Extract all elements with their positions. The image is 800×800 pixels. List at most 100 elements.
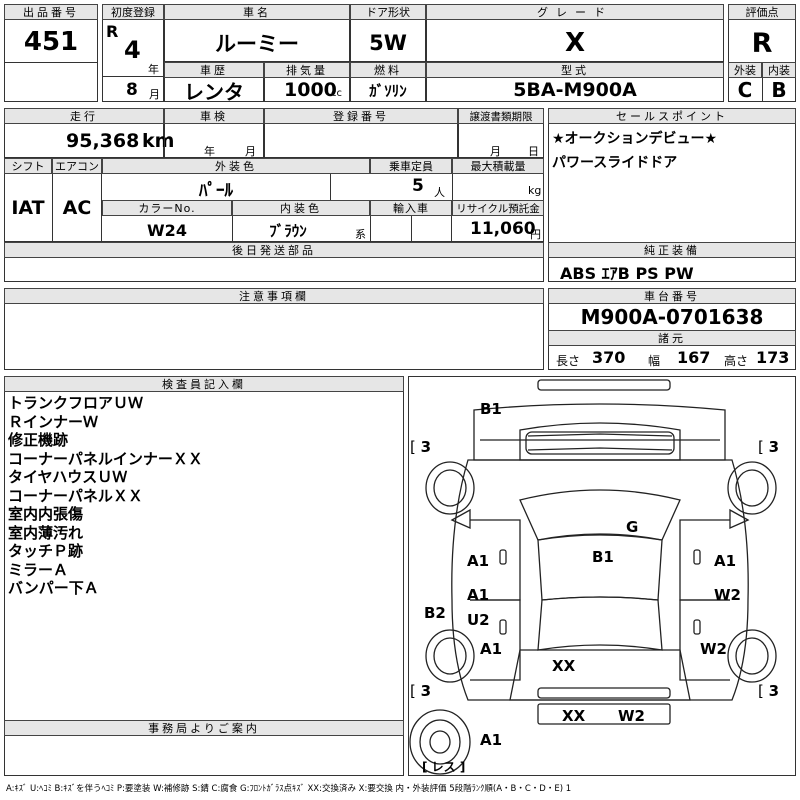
- damage-mark: B1: [480, 400, 502, 418]
- displacement-unit: cc: [331, 88, 342, 99]
- max-load-header: 最大積載量: [452, 158, 544, 174]
- load-divider: [452, 174, 453, 200]
- note-line: コーナーパネルインナーＸＸ: [8, 449, 203, 468]
- doc-month-unit: 月: [490, 145, 501, 158]
- interior-header: 内装: [762, 62, 796, 78]
- grade-header: グレード: [426, 4, 724, 20]
- tire-tread-fr: [ 3: [758, 438, 780, 456]
- inspection-year-unit: 年: [204, 145, 215, 158]
- score: R: [751, 27, 773, 59]
- ext-int-divider: [762, 78, 763, 102]
- door-type: 5W: [369, 31, 407, 55]
- inspector-notes: トランクフロアＵＷ ＲインナーＷ 修正機跡 コーナーパネルインナーＸＸ タイヤハ…: [8, 394, 203, 598]
- damage-mark: A1: [480, 640, 503, 658]
- recycle-unit: 円: [530, 228, 541, 241]
- note-line: タイヤハウスＵＷ: [8, 468, 128, 486]
- note-line: バンパー下Ａ: [8, 579, 99, 597]
- reg-year: 4: [124, 36, 141, 64]
- height-label: 高さ: [724, 354, 749, 368]
- displacement: 1000: [284, 79, 337, 101]
- tire-tread-rr: [ 3: [758, 682, 780, 700]
- interior-grade: B: [771, 78, 787, 102]
- door-header: ドア形状: [350, 4, 426, 20]
- note-line: 室内薄汚れ: [8, 523, 84, 542]
- damage-mark: XX: [552, 657, 576, 675]
- spare-tire: [ レス ]: [422, 759, 466, 775]
- capacity-unit: 人: [434, 186, 445, 199]
- note-line: タッチＰ跡: [8, 542, 84, 560]
- inspector-header: 検査員記入欄: [4, 376, 404, 392]
- mileage: 95,368: [66, 130, 140, 152]
- reg-month: 8: [126, 80, 138, 100]
- shift-header: シフト: [4, 158, 52, 174]
- inspection-header: 車検: [164, 108, 264, 124]
- int-color-unit: 系: [355, 228, 366, 241]
- specs-header: 諸元: [548, 330, 796, 346]
- fuel-header: 燃料: [350, 62, 426, 78]
- era: R: [106, 22, 119, 41]
- car-history: レンタ: [184, 79, 244, 104]
- ext-color: ﾊﾟｰﾙ: [199, 180, 233, 201]
- year-unit: 年: [148, 63, 159, 76]
- equipment-header: 純正装備: [548, 242, 796, 258]
- displacement-header: 排気量: [264, 62, 350, 78]
- inspection-month-unit: 月: [245, 145, 256, 158]
- model-code: 5BA-M900A: [513, 79, 637, 101]
- damage-mark: XX: [562, 707, 586, 725]
- damage-mark: B2: [424, 604, 446, 622]
- ext-color-sub: [330, 174, 370, 200]
- damage-mark: A1: [467, 552, 490, 570]
- score-header: 評価点: [728, 4, 796, 20]
- color-divider: [232, 216, 233, 242]
- later-parts-header: 後日発送部品: [4, 242, 544, 258]
- damage-mark: A1: [480, 731, 503, 749]
- damage-mark: G: [626, 518, 639, 536]
- chassis-no: M900A-0701638: [580, 305, 764, 329]
- recycle: 11,060: [470, 219, 536, 239]
- mileage-header: 走行: [4, 108, 164, 124]
- damage-mark: W2: [618, 707, 645, 725]
- note-line: ＲインナーＷ: [8, 412, 99, 431]
- width: 167: [677, 348, 711, 367]
- note-line: コーナーパネルＸＸ: [8, 486, 143, 505]
- ext-color-header: 外装色: [102, 158, 370, 174]
- int-color: ﾌﾞﾗｳﾝ: [269, 221, 307, 240]
- model-header: 型式: [426, 62, 724, 78]
- aircon-cell: [52, 174, 102, 242]
- capacity-header: 乗車定員: [370, 158, 452, 174]
- import-header: 輸入車: [370, 200, 452, 216]
- color-no-header: カラーNo.: [102, 200, 232, 216]
- legend: A:ｷｽﾞ U:ﾍｺﾐ B:ｷｽﾞを伴うﾍｺﾐ P:要塗装 W:補修跡 S:錆 …: [6, 784, 572, 794]
- width-label: 幅: [648, 354, 661, 368]
- damage-mark: W2: [714, 586, 741, 604]
- month-unit: 月: [149, 88, 160, 101]
- chassis-header: 車台番号: [548, 288, 796, 304]
- aircon: AC: [62, 197, 92, 219]
- capacity: 5: [412, 176, 424, 196]
- damage-mark: U2: [467, 611, 490, 629]
- tire-tread-fl: [ 3: [410, 438, 432, 456]
- exterior-grade: C: [737, 78, 753, 102]
- lot-divider: [4, 62, 98, 63]
- note-line: 室内内張傷: [8, 505, 84, 523]
- height: 173: [756, 348, 790, 367]
- recycle-header: リサイクル預託金: [452, 200, 544, 216]
- damage-mark: B1: [592, 548, 614, 566]
- equipment: ABS ｴｱB PS PW: [560, 264, 694, 283]
- grade: X: [564, 28, 586, 58]
- load-unit: kg: [528, 184, 542, 197]
- damage-mark: W2: [700, 640, 727, 658]
- first-reg-divider: [102, 76, 164, 77]
- note-line: トランクフロアＵＷ: [8, 394, 144, 412]
- int-color-header: 内装色: [232, 200, 370, 216]
- import-cell: [370, 216, 452, 242]
- transfer-header: 譲渡書類期限: [458, 108, 544, 124]
- damage-mark: A1: [467, 586, 490, 604]
- doc-day-unit: 日: [528, 145, 539, 158]
- history-header: 車歴: [164, 62, 264, 78]
- sales-header: セールスポイント: [548, 108, 796, 124]
- length: 370: [592, 348, 626, 367]
- exterior-header: 外装: [728, 62, 762, 78]
- office-box: [4, 736, 404, 776]
- shift: IAT: [11, 197, 45, 219]
